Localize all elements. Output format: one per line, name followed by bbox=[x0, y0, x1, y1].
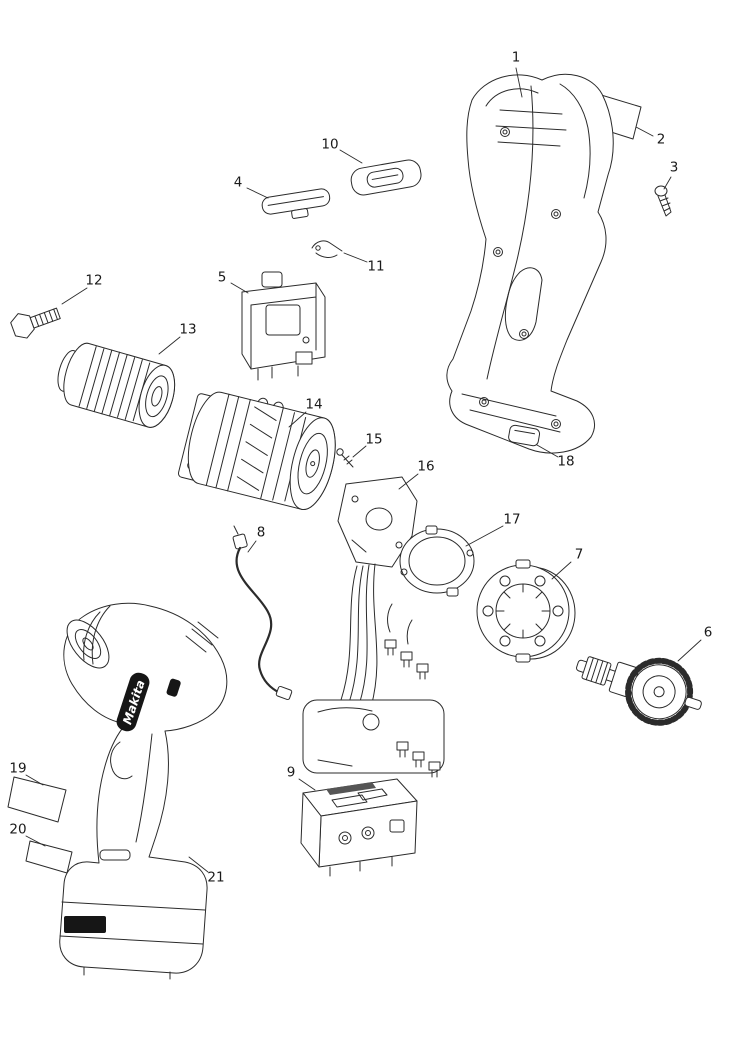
part-11-clip bbox=[311, 240, 343, 258]
part-13-chuck bbox=[57, 342, 176, 428]
part-18-cap bbox=[508, 424, 541, 447]
leader-line-17 bbox=[465, 525, 504, 547]
leader-line-1 bbox=[515, 67, 523, 98]
leader-line-11 bbox=[343, 252, 368, 263]
part-callout-6: 6 bbox=[703, 624, 713, 641]
part-callout-4: 4 bbox=[233, 174, 243, 191]
part-callout-12: 12 bbox=[85, 272, 103, 289]
leader-line-5 bbox=[230, 282, 249, 294]
part-callout-11: 11 bbox=[367, 258, 385, 275]
leader-line-16 bbox=[398, 473, 419, 490]
part-callout-20: 20 bbox=[9, 821, 27, 838]
part-callout-17: 17 bbox=[503, 511, 521, 528]
part-callout-2: 2 bbox=[656, 131, 666, 148]
leader-line-10 bbox=[339, 149, 363, 164]
part-callout-14: 14 bbox=[305, 396, 323, 413]
part-callout-8: 8 bbox=[256, 524, 266, 541]
part-12-bolt bbox=[10, 307, 61, 339]
leader-line-6 bbox=[677, 639, 702, 662]
leader-line-21 bbox=[188, 856, 209, 873]
part-8-lead-wire bbox=[232, 525, 293, 701]
part-callout-21: 21 bbox=[207, 869, 225, 886]
part-1-motor-housing bbox=[446, 73, 614, 454]
part-6-armature bbox=[576, 656, 702, 726]
part-callout-5: 5 bbox=[217, 269, 227, 286]
leader-line-8 bbox=[247, 540, 257, 553]
part-3-screw bbox=[654, 185, 672, 217]
part-20-label bbox=[25, 840, 73, 874]
part-5-switch bbox=[241, 271, 326, 381]
part-21-drill-assembly: Makita bbox=[59, 602, 228, 980]
part-callout-7: 7 bbox=[574, 546, 584, 563]
leader-line-14 bbox=[288, 411, 307, 428]
part-callout-19: 19 bbox=[9, 760, 27, 777]
part-14-gear-assembly bbox=[177, 391, 336, 510]
part-callout-9: 9 bbox=[286, 764, 296, 781]
part-callout-16: 16 bbox=[417, 458, 435, 475]
part-callout-18: 18 bbox=[557, 453, 575, 470]
leader-lines-layer bbox=[25, 67, 702, 873]
leader-line-19 bbox=[25, 774, 44, 786]
part-callout-15: 15 bbox=[365, 431, 383, 448]
part-16-baffle-plate-controller bbox=[302, 476, 445, 778]
part-callout-3: 3 bbox=[669, 159, 679, 176]
part-7-stator bbox=[476, 559, 576, 663]
leader-line-18 bbox=[536, 444, 559, 458]
leader-line-3 bbox=[663, 176, 672, 190]
part-15-screw bbox=[336, 448, 354, 468]
part-callout-1: 1 bbox=[511, 49, 521, 66]
part-9-terminal-block bbox=[300, 778, 418, 877]
leader-line-15 bbox=[352, 445, 367, 458]
leader-line-4 bbox=[246, 187, 269, 199]
part-4-cover bbox=[261, 188, 331, 219]
part-19-label bbox=[7, 776, 67, 823]
leader-line-7 bbox=[551, 561, 572, 580]
leader-line-13 bbox=[158, 336, 181, 355]
leader-line-9 bbox=[298, 778, 316, 791]
leader-line-20 bbox=[25, 835, 46, 847]
part-17-insulator-ring bbox=[399, 525, 475, 597]
part-10-switch-button bbox=[350, 159, 422, 196]
leader-line-12 bbox=[61, 287, 88, 305]
leader-line-2 bbox=[635, 126, 654, 137]
part-callout-13: 13 bbox=[179, 321, 197, 338]
part-callout-10: 10 bbox=[321, 136, 339, 153]
